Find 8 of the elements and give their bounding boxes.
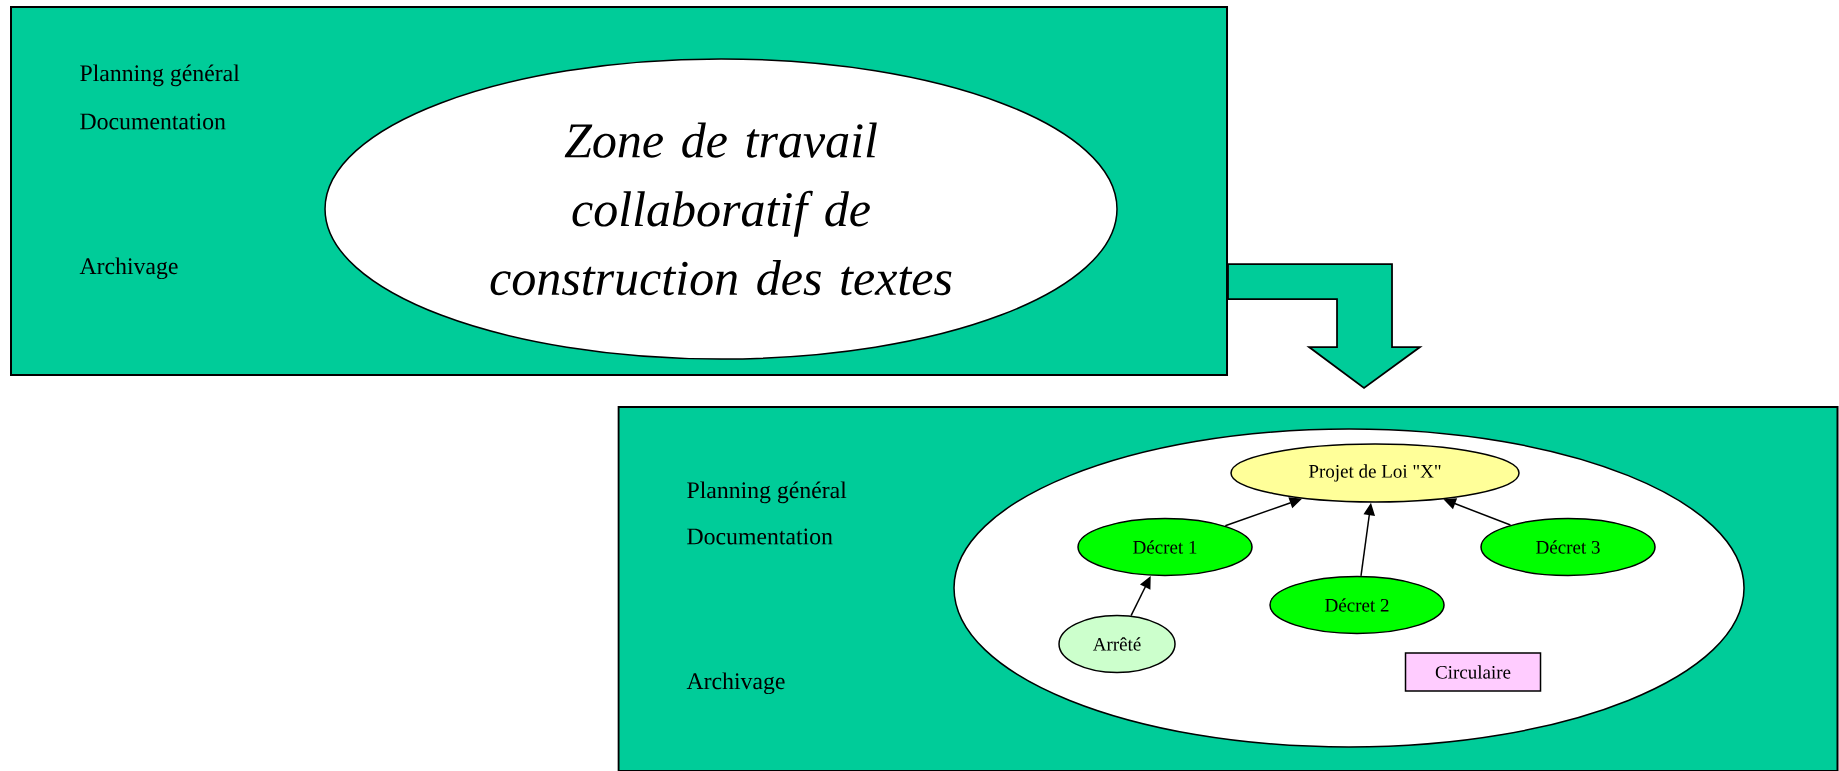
menu-label: Planning général [80,64,240,87]
menu-label: Documentation [687,528,833,545]
menu-label: Archivage [686,672,785,695]
menu-label: Archivage [79,257,178,280]
menu-label: Documentation [80,113,226,130]
menu-label: Planning général [687,481,847,504]
block-arrow [1227,263,1423,390]
document-box: Circulaire [1404,652,1542,692]
